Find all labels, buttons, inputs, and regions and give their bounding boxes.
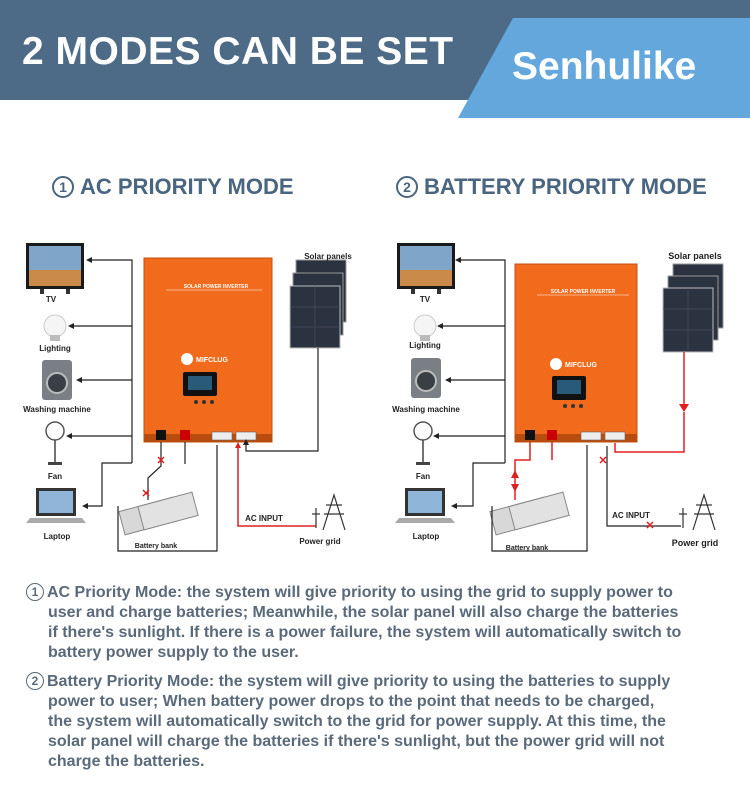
battery-priority-diagram: TV Lighting Washing machine Fan Laptop bbox=[392, 243, 724, 552]
laptop-icon bbox=[26, 488, 86, 523]
battery-bank-icon bbox=[489, 491, 570, 536]
description-2-line-4: solar panel will charge the batteries if… bbox=[48, 733, 665, 750]
washing-machine-icon bbox=[42, 360, 72, 400]
description-2-number: 2 bbox=[26, 672, 44, 690]
power-grid-icon bbox=[679, 492, 716, 531]
fan-icon bbox=[45, 421, 65, 465]
device-label-lighting: Lighting bbox=[39, 344, 71, 353]
inverter-brand: MIFCLUG bbox=[196, 357, 228, 364]
description-1-line-2: user and charge batteries; Meanwhile, th… bbox=[48, 604, 679, 621]
brand-name: Senhulike bbox=[512, 45, 697, 88]
description-1-line-3: if there's sunlight. If there is a power… bbox=[48, 624, 682, 641]
ac-input-label: AC INPUT bbox=[612, 511, 650, 520]
no-charge-marks bbox=[142, 456, 165, 497]
device-label-washing-machine: Washing machine bbox=[392, 405, 460, 414]
solar-wire bbox=[245, 348, 319, 452]
solar-inverter-icon: SOLAR POWER INVERTER MIFCLUG bbox=[514, 263, 638, 443]
solar-arrowhead bbox=[243, 439, 249, 445]
description-2-line-3: the system will automatically switch to … bbox=[48, 713, 666, 730]
battery-bank-icon bbox=[118, 491, 199, 536]
laptop-icon bbox=[395, 488, 455, 523]
battery-arrow-down bbox=[511, 484, 519, 492]
mode-1-number: 1 bbox=[52, 176, 74, 198]
inverter-label: SOLAR POWER INVERTER bbox=[551, 289, 616, 295]
tv-icon bbox=[26, 243, 84, 294]
ac-output-wires bbox=[70, 259, 133, 507]
inverter-label: SOLAR POWER INVERTER bbox=[184, 284, 249, 290]
mode-2-number: 2 bbox=[396, 176, 418, 198]
description-2-line-1: Battery Priority Mode: the system will g… bbox=[47, 673, 671, 690]
solar-panel-icon bbox=[289, 259, 347, 349]
solar-wire bbox=[614, 412, 685, 453]
description-2-line-5: charge the batteries. bbox=[48, 753, 205, 770]
no-charge-mark bbox=[599, 456, 607, 464]
mode-1-title: 1 AC PRIORITY MODE bbox=[52, 174, 294, 200]
lightbulb-icon bbox=[43, 314, 67, 341]
power-grid-label: Power grid bbox=[672, 538, 719, 548]
description-1-line-4: battery power supply to the user. bbox=[48, 644, 299, 661]
solar-inverter-icon: SOLAR POWER INVERTER MIFCLUG bbox=[143, 257, 273, 443]
device-label-fan: Fan bbox=[48, 472, 62, 481]
mode-1-title-text: AC PRIORITY MODE bbox=[80, 174, 294, 199]
power-grid-label: Power grid bbox=[299, 537, 340, 546]
device-label-washing-machine: Washing machine bbox=[23, 405, 91, 414]
description-1-line-1: AC Priority Mode: the system will give p… bbox=[47, 584, 673, 601]
lightbulb-icon bbox=[413, 314, 437, 341]
mode-2-title: 2 BATTERY PRIORITY MODE bbox=[396, 174, 707, 200]
battery-return-wire bbox=[491, 445, 588, 552]
battery-bank-label: Battery bank bbox=[135, 543, 178, 550]
page-title: 2 MODES CAN BE SET bbox=[22, 30, 454, 73]
ac-priority-diagram: TV Lighting Washing machine Fan Laptop bbox=[23, 243, 352, 552]
ac-input-wire bbox=[237, 446, 316, 527]
device-label-tv: TV bbox=[420, 295, 431, 304]
ac-output-wires bbox=[437, 259, 506, 507]
description-2-line-2: power to user; When battery power drops … bbox=[48, 693, 655, 710]
solar-arrowhead bbox=[679, 404, 689, 412]
fan-icon bbox=[413, 421, 433, 465]
solar-panels-label: Solar panels bbox=[668, 251, 722, 261]
device-label-laptop: Laptop bbox=[413, 532, 440, 541]
inverter-brand: MIFCLUG bbox=[565, 362, 597, 369]
solar-panel-icon bbox=[662, 263, 724, 353]
arrowheads bbox=[66, 257, 92, 509]
arrowheads bbox=[433, 257, 461, 509]
washing-machine-icon bbox=[411, 358, 441, 398]
battery-bank-label: Battery bank bbox=[506, 545, 549, 552]
device-label-tv: TV bbox=[46, 295, 57, 304]
battery-arrow-up bbox=[511, 470, 519, 478]
ac-input-label: AC INPUT bbox=[245, 514, 283, 523]
ac-input-arrowhead bbox=[235, 442, 241, 448]
device-label-fan: Fan bbox=[416, 472, 430, 481]
battery-wires bbox=[514, 442, 553, 500]
mode-2-title-text: BATTERY PRIORITY MODE bbox=[424, 174, 707, 199]
power-grid-icon bbox=[312, 492, 346, 531]
battery-wires bbox=[117, 442, 218, 552]
brand-tab bbox=[458, 18, 750, 118]
ac-input-x-mark bbox=[646, 521, 654, 529]
device-label-lighting: Lighting bbox=[409, 341, 441, 350]
solar-panels-label: Solar panels bbox=[304, 252, 352, 261]
tv-icon bbox=[397, 243, 455, 294]
device-label-laptop: Laptop bbox=[44, 532, 71, 541]
description-1-number: 1 bbox=[26, 583, 44, 601]
ac-input-wire bbox=[606, 446, 681, 527]
